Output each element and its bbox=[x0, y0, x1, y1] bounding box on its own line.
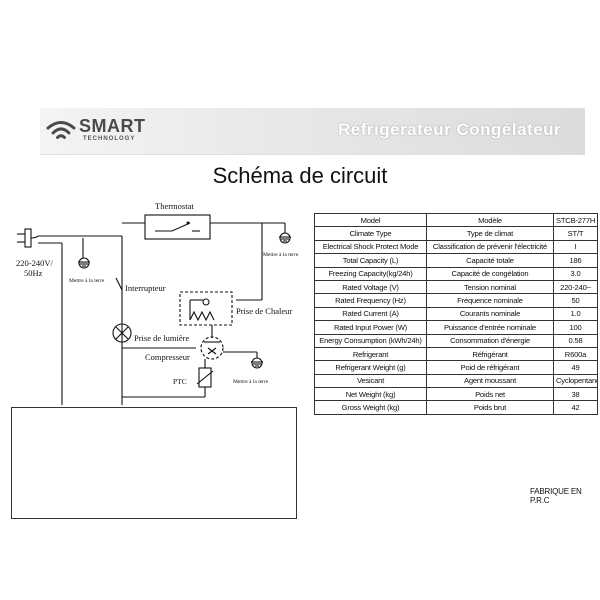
table-cell: 50 bbox=[553, 293, 598, 308]
table-cell: Refrigerant bbox=[314, 346, 427, 362]
table-cell: 1.0 bbox=[553, 306, 598, 322]
wifi-icon bbox=[46, 121, 76, 139]
table-cell: Réfrigérant bbox=[426, 346, 554, 362]
heater-box bbox=[179, 291, 233, 326]
brand-name: SMART bbox=[79, 116, 146, 136]
page-title: Schéma de circuit bbox=[212, 163, 388, 188]
plug-icon bbox=[24, 228, 32, 248]
table-cell: Electrical Shock Protect Mode bbox=[314, 239, 427, 255]
table-row: Rated Input Power (W)Puissance d'entrée … bbox=[314, 320, 598, 335]
table-cell: Energy Consumption (kWh/24h) bbox=[314, 333, 427, 348]
label-lamp: Prise de lumière bbox=[134, 333, 189, 343]
table-cell: 38 bbox=[553, 387, 598, 402]
label-earth-3: Mettre à la terre bbox=[233, 379, 269, 385]
compressor-icon bbox=[200, 336, 224, 360]
table-cell: Consommation d'énergie bbox=[426, 333, 554, 348]
label-supply-voltage: 220-240V/ bbox=[16, 258, 53, 268]
table-cell: 42 bbox=[553, 400, 598, 415]
table-row: Refrigerant Weight (g)Poid de réfrigéran… bbox=[314, 360, 598, 375]
product-line: Réfrigérateur Congélateur bbox=[338, 120, 562, 139]
table-row: Energy Consumption (kWh/24h)Consommation… bbox=[314, 333, 598, 348]
table-cell: 0.58 bbox=[553, 333, 598, 348]
footer-origin: FABRIQUE EN P.R.C bbox=[530, 487, 582, 505]
table-cell: 100 bbox=[553, 320, 598, 335]
lamp-icon bbox=[112, 323, 132, 343]
table-cell: 49 bbox=[553, 360, 598, 375]
table-cell: Freezing Capacity(kg/24h) bbox=[314, 266, 427, 281]
table-cell: Capacité totale bbox=[426, 253, 554, 268]
table-cell: Net Weight (kg) bbox=[314, 387, 427, 402]
label-supply-frequency: 50Hz bbox=[24, 268, 43, 278]
label-switch: Interrupteur bbox=[125, 283, 166, 293]
table-cell: Poid de réfrigérant bbox=[426, 360, 554, 375]
table-cell: 186 bbox=[553, 253, 598, 268]
table-cell: Vesicant bbox=[314, 373, 427, 389]
table-cell: Rated Current (A) bbox=[314, 306, 427, 322]
table-cell: 220-240~ bbox=[553, 279, 598, 295]
table-cell: Modèle bbox=[426, 212, 554, 228]
table-header-row: Model Modèle STCB-277H bbox=[314, 212, 598, 228]
label-earth-2: Mettre à la terre bbox=[263, 252, 299, 258]
table-cell: Climate Type bbox=[314, 226, 427, 241]
empty-box bbox=[11, 407, 297, 519]
table-cell: Rated Input Power (W) bbox=[314, 320, 427, 335]
earth-icon bbox=[78, 257, 90, 269]
table-cell: Agent moussant bbox=[426, 373, 554, 389]
table-cell: Gross Weight (kg) bbox=[314, 400, 427, 415]
table-cell: Total Capacity (L) bbox=[314, 253, 427, 268]
table-cell: Rated Frequency (Hz) bbox=[314, 293, 427, 308]
earth-icon bbox=[251, 357, 263, 369]
table-cell: Puissance d'entrée nominale bbox=[426, 320, 554, 335]
table-cell: Capacité de congélation bbox=[426, 266, 554, 281]
label-thermostat: Thermostat bbox=[155, 201, 194, 211]
table-cell: Poids brut bbox=[426, 400, 554, 415]
brand-logo: SMART TECHNOLOGY bbox=[45, 115, 165, 147]
label-compressor: Compresseur bbox=[145, 352, 190, 362]
table-cell: Refrigerant Weight (g) bbox=[314, 360, 427, 375]
table-cell: Tension nominal bbox=[426, 279, 554, 295]
table-cell: Courants nominale bbox=[426, 306, 554, 322]
circuit-diagram: Thermostat 220-240V/ 50Hz Mettre à la te… bbox=[16, 201, 299, 405]
table-cell: 3.0 bbox=[553, 266, 598, 281]
label-earth-1: Mettre à la terre bbox=[69, 278, 105, 284]
label-ptc: PTC bbox=[173, 377, 187, 386]
table-cell: STCB-277H bbox=[553, 212, 598, 228]
table-cell: Rated Voltage (V) bbox=[314, 279, 427, 295]
table-cell: ST/T bbox=[553, 226, 598, 241]
table-cell: Poids net bbox=[426, 387, 554, 402]
table-cell: Model bbox=[314, 212, 427, 228]
table-row: Freezing Capacity(kg/24h)Capacité de con… bbox=[314, 266, 598, 281]
table-cell: Type de climat bbox=[426, 226, 554, 241]
thermostat-box bbox=[144, 214, 211, 240]
table-cell: R600a bbox=[553, 346, 598, 362]
label-heater: Prise de Chaleur bbox=[236, 306, 292, 316]
brand-tagline: TECHNOLOGY bbox=[83, 136, 136, 142]
earth-icon bbox=[279, 232, 291, 244]
table-cell: Cyclopentane bbox=[553, 373, 598, 389]
table-cell: I bbox=[553, 239, 598, 255]
table-cell: Fréquence nominale bbox=[426, 293, 554, 308]
header-banner bbox=[40, 108, 585, 155]
table-cell: Classification de prévenir l'électricité bbox=[426, 239, 554, 255]
